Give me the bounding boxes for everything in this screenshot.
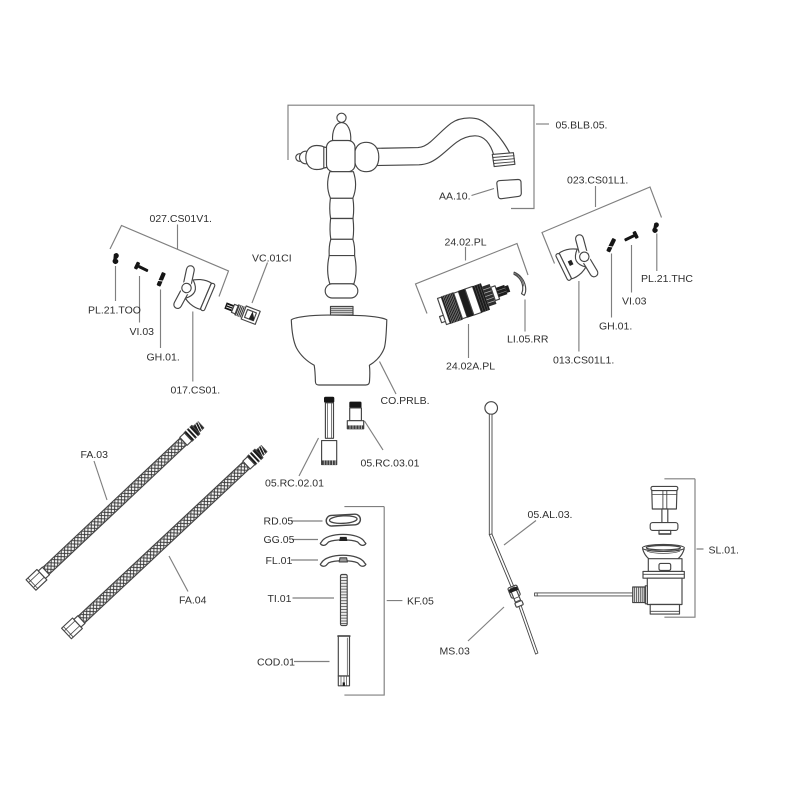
- svg-text:24.02.PL: 24.02.PL: [445, 237, 487, 249]
- svg-text:RD.05: RD.05: [264, 516, 294, 528]
- svg-text:05.BLB.05.: 05.BLB.05.: [556, 120, 608, 132]
- svg-text:VI.03: VI.03: [130, 326, 155, 338]
- svg-text:24.02A.PL: 24.02A.PL: [446, 361, 495, 373]
- svg-text:023.CS01L1.: 023.CS01L1.: [567, 175, 628, 187]
- svg-text:VI.03: VI.03: [622, 296, 647, 308]
- svg-text:CO.PRLB.: CO.PRLB.: [381, 395, 430, 407]
- svg-text:GH.01.: GH.01.: [599, 321, 632, 333]
- svg-text:AA.10.: AA.10.: [439, 191, 471, 203]
- svg-text:05.AL.03.: 05.AL.03.: [528, 509, 573, 521]
- svg-text:017.CS01.: 017.CS01.: [171, 385, 221, 397]
- svg-text:GH.01.: GH.01.: [147, 352, 180, 364]
- svg-text:COD.01: COD.01: [257, 657, 295, 669]
- svg-text:MS.03: MS.03: [440, 646, 471, 658]
- svg-text:05.RC.03.01: 05.RC.03.01: [361, 458, 420, 470]
- svg-text:TI.01: TI.01: [268, 593, 292, 605]
- svg-text:SL.01.: SL.01.: [709, 545, 739, 557]
- svg-text:013.CS01L1.: 013.CS01L1.: [553, 355, 614, 367]
- svg-text:PL.21.THC: PL.21.THC: [641, 273, 693, 285]
- svg-text:KF.05: KF.05: [407, 596, 434, 608]
- svg-text:LI.05.RR: LI.05.RR: [507, 334, 549, 346]
- svg-text:VC.01CI: VC.01CI: [252, 253, 292, 265]
- svg-text:FA.03: FA.03: [81, 449, 109, 461]
- svg-text:05.RC.02.01: 05.RC.02.01: [265, 478, 324, 490]
- svg-text:027.CS01V1.: 027.CS01V1.: [150, 213, 212, 225]
- svg-text:PL.21.TOO: PL.21.TOO: [88, 305, 141, 317]
- svg-text:FL.01: FL.01: [266, 555, 293, 567]
- svg-text:FA.04: FA.04: [179, 595, 207, 607]
- svg-text:GG.05: GG.05: [264, 534, 295, 546]
